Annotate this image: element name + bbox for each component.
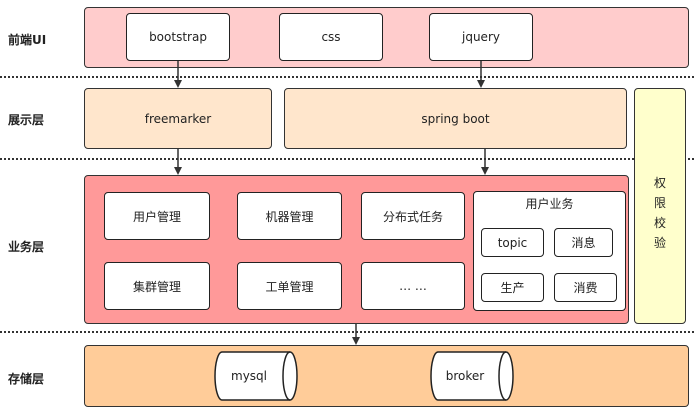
auth-check-label: 权 限 校 验 xyxy=(634,173,686,253)
frontend-box-bootstrap: bootstrap xyxy=(126,13,230,61)
presentation-box-freemarker: freemarker xyxy=(84,88,272,149)
separator-presentation-business xyxy=(0,158,694,160)
business-box-distributed-task: 分布式任务 xyxy=(361,192,465,240)
user-business-consume: 消费 xyxy=(554,273,617,302)
user-business-produce: 生产 xyxy=(481,273,544,302)
lane-label-frontend: 前端UI xyxy=(8,33,47,47)
user-business-title: 用户业务 xyxy=(525,197,574,211)
frontend-box-css: css xyxy=(279,13,383,61)
storage-mysql-label: mysql xyxy=(231,369,267,383)
user-business-message: 消息 xyxy=(554,228,613,257)
business-box-machine-management: 机器管理 xyxy=(237,192,342,240)
separator-business-storage xyxy=(0,331,694,333)
storage-layer xyxy=(84,345,689,407)
frontend-box-jquery: jquery xyxy=(429,13,533,61)
separator-frontend-presentation xyxy=(0,76,694,78)
lane-label-business: 业务层 xyxy=(8,240,45,254)
business-box-user-management: 用户管理 xyxy=(104,192,210,240)
auth-char-1: 权 xyxy=(653,176,666,190)
user-business-topic: topic xyxy=(481,228,544,257)
auth-char-3: 校 xyxy=(653,216,666,230)
auth-check-column xyxy=(634,88,686,324)
auth-char-2: 限 xyxy=(653,196,666,210)
presentation-box-spring-boot: spring boot xyxy=(284,88,627,149)
lane-label-storage: 存储层 xyxy=(8,372,45,386)
storage-broker-label: broker xyxy=(445,369,485,383)
business-box-cluster-management: 集群管理 xyxy=(104,262,210,310)
business-box-ticket-management: 工单管理 xyxy=(237,262,342,310)
business-box-ellipsis: … … xyxy=(361,262,465,310)
auth-char-4: 验 xyxy=(653,236,666,250)
lane-label-presentation: 展示层 xyxy=(8,113,45,127)
